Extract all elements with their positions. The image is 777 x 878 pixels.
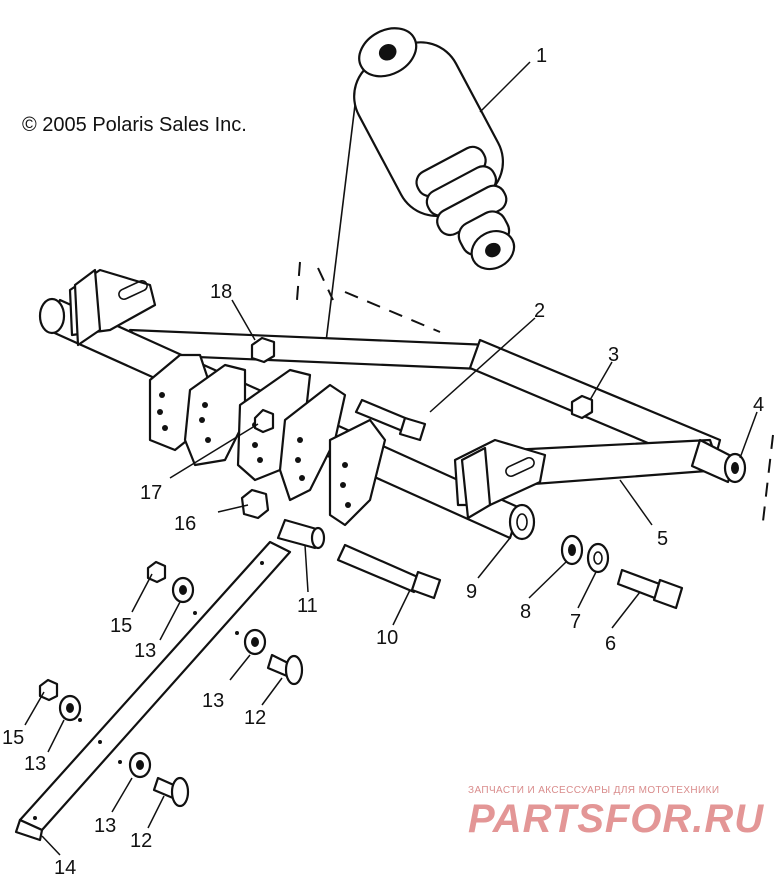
washer-7 — [586, 542, 610, 574]
right-mount-bracket — [453, 438, 547, 520]
screw-12-upper — [266, 653, 304, 686]
callout-5: 5 — [657, 528, 668, 550]
callout-15-upper: 15 — [110, 615, 132, 637]
shoulder-bolt-6 — [616, 568, 684, 610]
callout-13-c: 13 — [24, 753, 46, 775]
watermark-brand: PARTSFOR.RU — [468, 797, 765, 841]
end-stub — [690, 438, 747, 484]
nut-15-lower — [38, 678, 59, 702]
washer-13-c — [58, 694, 82, 722]
nut-18 — [250, 336, 276, 364]
spacer-11 — [276, 518, 326, 550]
bolt-10 — [336, 543, 442, 600]
washer-8 — [560, 534, 584, 566]
callout-17: 17 — [140, 482, 162, 504]
callout-16: 16 — [174, 513, 196, 535]
nut-16 — [240, 488, 270, 520]
callout-13-d: 13 — [94, 815, 116, 837]
washer-13-a — [171, 576, 195, 604]
washer-13-b — [243, 628, 267, 656]
leader-lines — [24, 61, 758, 856]
washer-13-d — [128, 751, 152, 779]
left-mount-bracket — [68, 268, 157, 347]
alignment-line — [324, 104, 356, 351]
callout-15-lower: 15 — [2, 727, 24, 749]
callout-3: 3 — [608, 344, 619, 366]
callout-13-a: 13 — [134, 640, 156, 662]
mounting-plates — [148, 353, 387, 527]
nut-17 — [253, 408, 275, 434]
callout-12-upper: 12 — [244, 707, 266, 729]
callout-18: 18 — [210, 281, 232, 303]
callout-13-b: 13 — [202, 690, 224, 712]
screw-12-lower — [152, 776, 190, 808]
copyright-notice: © 2005 Polaris Sales Inc. — [22, 114, 247, 136]
callout-2: 2 — [534, 300, 545, 322]
callout-6: 6 — [605, 633, 616, 655]
callout-8: 8 — [520, 601, 531, 623]
alignment-line — [344, 291, 441, 333]
alignment-line — [296, 261, 301, 301]
callout-12-lower: 12 — [130, 830, 152, 852]
shock-absorber — [353, 27, 516, 271]
watermark-tagline: ЗАПЧАСТИ И АКСЕССУАРЫ ДЛЯ МОТОТЕХНИКИ — [468, 785, 720, 796]
callout-1: 1 — [536, 45, 547, 67]
callout-14: 14 — [54, 857, 76, 878]
wear-strip-14 — [14, 540, 292, 842]
alignment-line — [317, 267, 334, 301]
callout-10: 10 — [376, 627, 398, 649]
nut-15-upper — [146, 560, 167, 584]
callout-7: 7 — [570, 611, 581, 633]
nut-3 — [570, 394, 594, 420]
alignment-line — [761, 434, 774, 531]
bolt-2 — [354, 398, 427, 442]
callout-9: 9 — [466, 581, 477, 603]
callout-4: 4 — [753, 394, 764, 416]
rear-frame-tube — [128, 328, 722, 487]
callout-11: 11 — [297, 595, 318, 617]
